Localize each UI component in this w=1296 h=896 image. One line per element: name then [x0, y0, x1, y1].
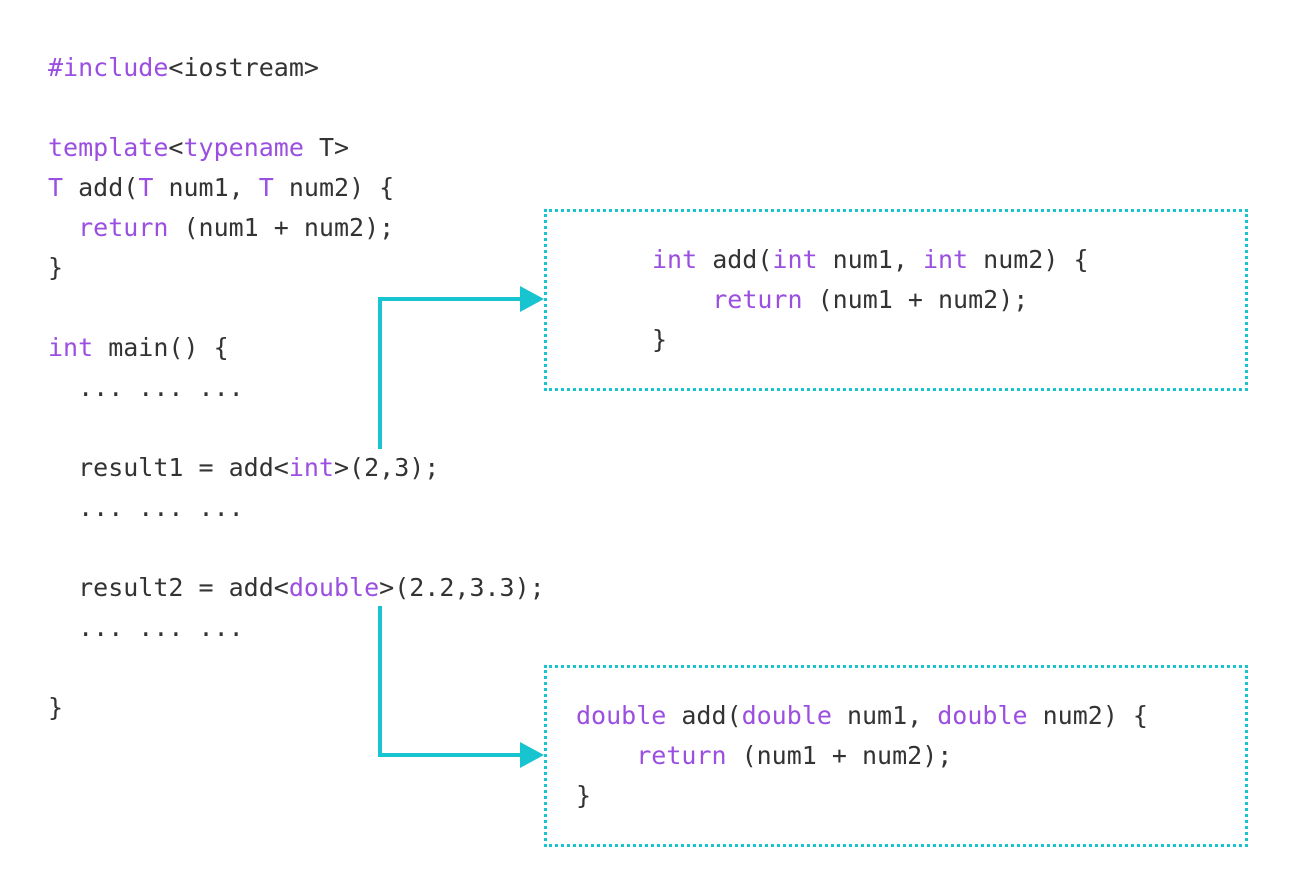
- closing-brace: }: [652, 325, 668, 354]
- closing-brace: }: [48, 693, 64, 722]
- main-return-type: int: [48, 333, 94, 362]
- return-expression: (num1 + num2);: [168, 213, 395, 242]
- template-declaration-line: template<typename T>: [48, 128, 545, 168]
- ellipsis-line: ... ... ...: [48, 368, 545, 408]
- include-directive: #include: [48, 53, 169, 82]
- int-arrow-line: [378, 297, 522, 449]
- int-param1-type: int: [772, 245, 818, 274]
- closing-brace: }: [48, 253, 64, 282]
- int-return-expression: (num1 + num2);: [802, 285, 1029, 314]
- result1-call-prefix: result1 = add<: [48, 453, 289, 482]
- int-return-type: int: [652, 245, 698, 274]
- double-arrow-line: [378, 606, 522, 757]
- double-param2-type: double: [937, 701, 1028, 730]
- double-template-arg: double: [288, 573, 380, 602]
- main-signature-line: int main() {: [48, 328, 545, 368]
- double-arrowhead-icon: [520, 742, 544, 768]
- typename-keyword: typename: [183, 133, 304, 162]
- closing-brace: }: [576, 781, 592, 810]
- int-arrow: [378, 286, 544, 449]
- int-function-name: add(: [697, 245, 773, 274]
- int-param2-name: num2) {: [968, 245, 1089, 274]
- param1-type-T: T: [138, 173, 154, 202]
- int-return-keyword: return: [712, 285, 803, 314]
- result1-call-suffix: >(2,3);: [333, 453, 440, 482]
- ellipsis: ... ... ...: [48, 373, 244, 402]
- result2-call-prefix: result2 = add<: [48, 573, 289, 602]
- template-param: T>: [303, 133, 350, 162]
- int-arrowhead-icon: [520, 286, 544, 312]
- param2-name: num2) {: [273, 173, 395, 202]
- double-return-keyword: return: [636, 741, 727, 770]
- int-param1-name: num1,: [817, 245, 923, 274]
- int-template-arg: int: [288, 453, 334, 482]
- return-statement-line: return (num1 + num2);: [48, 208, 545, 248]
- result2-call-suffix: >(2.2,3.3);: [379, 573, 545, 602]
- double-return-line: return (num1 + num2);: [576, 736, 1148, 776]
- double-return-type: double: [576, 701, 667, 730]
- int-return-line: return (num1 + num2);: [652, 280, 1089, 320]
- ellipsis-line: ... ... ...: [48, 608, 545, 648]
- double-instantiation-code: double add(double num1, double num2) { r…: [576, 696, 1148, 816]
- param1-name: num1,: [153, 173, 259, 202]
- template-open-bracket: <: [168, 133, 184, 162]
- result1-line: result1 = add<int>(2,3);: [48, 448, 545, 488]
- param2-type-T: T: [258, 173, 274, 202]
- include-line: #include<iostream>: [48, 48, 545, 88]
- int-instantiation-code: int add(int num1, int num2) { return (nu…: [652, 240, 1089, 360]
- ellipsis: ... ... ...: [48, 613, 244, 642]
- int-param2-type: int: [922, 245, 969, 274]
- double-return-expression: (num1 + num2);: [726, 741, 953, 770]
- main-close-line: }: [48, 688, 545, 728]
- ellipsis-line: ... ... ...: [48, 488, 545, 528]
- double-param1-type: double: [741, 701, 832, 730]
- double-function-name: add(: [666, 701, 742, 730]
- ellipsis: ... ... ...: [48, 493, 244, 522]
- int-close-line: }: [652, 320, 1089, 360]
- double-param2-name: num2) {: [1027, 701, 1148, 730]
- function-close-line: }: [48, 248, 545, 288]
- double-instantiation-box: [544, 665, 1248, 847]
- result2-line: result2 = add<double>(2.2,3.3);: [48, 568, 545, 608]
- function-signature-line: T add(T num1, T num2) {: [48, 168, 545, 208]
- int-instantiation-box: [544, 209, 1248, 391]
- double-close-line: }: [576, 776, 1148, 816]
- template-keyword: template: [48, 133, 169, 162]
- main-function-name: main() {: [93, 333, 229, 362]
- int-signature-line: int add(int num1, int num2) {: [652, 240, 1089, 280]
- return-keyword: return: [78, 213, 169, 242]
- double-param1-name: num1,: [831, 701, 938, 730]
- template-source-code: #include<iostream>template<typename T>T …: [48, 48, 545, 728]
- double-signature-line: double add(double num1, double num2) {: [576, 696, 1148, 736]
- double-arrow: [378, 606, 544, 768]
- include-header: <iostream>: [168, 53, 319, 82]
- function-name: add(: [63, 173, 139, 202]
- return-type-T: T: [48, 173, 64, 202]
